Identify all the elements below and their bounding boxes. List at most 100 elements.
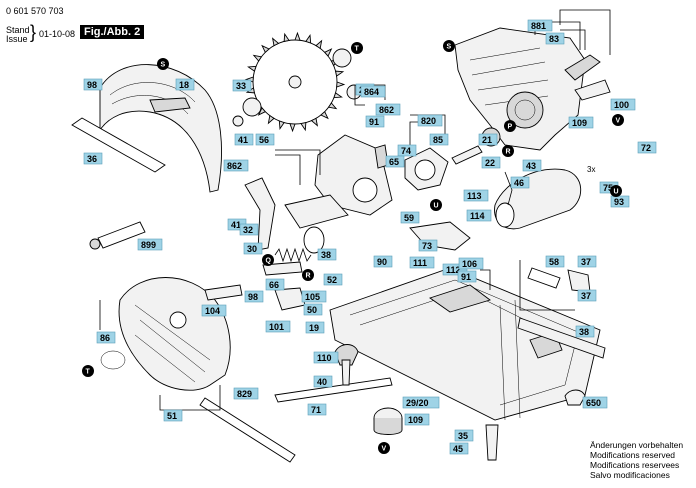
marker: T bbox=[82, 365, 94, 377]
part-number-box bbox=[303, 303, 323, 316]
part-number-text: 109 bbox=[408, 415, 423, 425]
upper-blade-guard bbox=[99, 64, 222, 193]
part-number-box bbox=[365, 115, 385, 128]
marker-circle bbox=[378, 442, 390, 454]
part-number-label: 106 bbox=[458, 257, 484, 270]
part-number-label: 109 bbox=[568, 116, 594, 129]
part-number-label: 66 bbox=[265, 278, 285, 291]
marker-letter: P bbox=[508, 124, 513, 131]
part-number-box bbox=[360, 85, 386, 98]
part-number-text: 52 bbox=[327, 275, 337, 285]
part-number-box bbox=[244, 290, 264, 303]
part-number-label: 46 bbox=[510, 176, 530, 189]
part-number-text: 110 bbox=[317, 353, 332, 363]
note-line: Änderungen vorbehalten bbox=[590, 440, 684, 450]
blade-tooth bbox=[300, 122, 307, 132]
part-number-box bbox=[577, 289, 597, 302]
slide-piece bbox=[527, 267, 561, 289]
part-number-label: 90 bbox=[373, 255, 393, 268]
part-number-text: 30 bbox=[247, 244, 257, 254]
part-number-box bbox=[83, 78, 103, 91]
part-number-text: 101 bbox=[269, 322, 284, 332]
marker: Q bbox=[262, 254, 274, 266]
marker-letter: T bbox=[86, 369, 91, 376]
knob-37 bbox=[567, 269, 591, 293]
blade-tooth bbox=[289, 123, 296, 133]
guard-lever bbox=[204, 284, 243, 301]
part-number-box bbox=[575, 325, 595, 338]
part-number-label: 109 bbox=[404, 413, 430, 426]
part-number-label: 32 bbox=[239, 223, 259, 236]
part-number-label: 51 bbox=[163, 409, 183, 422]
part-number-text: 881 bbox=[531, 21, 546, 31]
part-number-box bbox=[402, 396, 440, 409]
seal-ring bbox=[303, 226, 325, 254]
part-number-label: 114 bbox=[466, 209, 492, 222]
stand-label: Stand bbox=[6, 25, 30, 35]
blade-tooth bbox=[294, 31, 301, 41]
part-number-text: 85 bbox=[433, 135, 443, 145]
part-number-label: 91 bbox=[365, 115, 385, 128]
marker-letter: R bbox=[506, 149, 511, 156]
part-number-label: 21 bbox=[478, 133, 498, 146]
part-number-box bbox=[385, 155, 405, 168]
rail bbox=[517, 317, 606, 359]
part-number-label: 820 bbox=[417, 114, 443, 127]
rail-bracket bbox=[284, 194, 349, 229]
blade-tooth bbox=[261, 44, 270, 54]
marker-circle bbox=[612, 114, 624, 126]
gear-housing bbox=[314, 134, 393, 216]
part-number-label: 36 bbox=[83, 152, 103, 165]
part-number-label: 86 bbox=[96, 331, 116, 344]
marker-circle bbox=[504, 120, 516, 132]
note-line: Salvo modificaciones bbox=[590, 470, 670, 480]
part-number-text: 91 bbox=[461, 272, 471, 282]
part-number-box bbox=[610, 98, 636, 111]
blade-tooth bbox=[323, 48, 333, 57]
marker-letter: U bbox=[434, 203, 439, 210]
part-number-text: 113 bbox=[467, 191, 482, 201]
part-number-box bbox=[243, 242, 263, 255]
part-number-text: 50 bbox=[307, 305, 317, 315]
part-number-box bbox=[417, 114, 443, 127]
blade-tooth bbox=[247, 65, 257, 72]
part-number-box bbox=[454, 429, 474, 442]
part-number-text: 32 bbox=[243, 225, 253, 235]
part-number-box bbox=[457, 270, 477, 283]
blade-tooth bbox=[335, 70, 345, 77]
part-number-text: 98 bbox=[248, 292, 258, 302]
blade-tooth bbox=[267, 114, 275, 125]
part-number-text: 22 bbox=[485, 158, 495, 168]
guard-strip bbox=[71, 117, 166, 173]
part-number-box bbox=[568, 116, 594, 129]
part-number-label: 91 bbox=[457, 270, 477, 283]
part-number-box bbox=[255, 133, 275, 146]
blade-tooth bbox=[305, 34, 312, 44]
blade-tooth bbox=[271, 37, 280, 47]
part-number-label: 100 bbox=[610, 98, 636, 111]
part-number-text: 100 bbox=[614, 100, 629, 110]
part-number-text: 29/20 bbox=[406, 398, 429, 408]
part-number-label: 56 bbox=[255, 133, 275, 146]
motor-housing bbox=[454, 27, 611, 151]
part-number-label: 52 bbox=[323, 273, 343, 286]
part-number-label: 113 bbox=[463, 189, 489, 202]
marker-circle bbox=[430, 199, 442, 211]
part-number-label: 85 bbox=[429, 133, 449, 146]
part-number-text: 111 bbox=[413, 258, 427, 268]
blade-tooth bbox=[320, 110, 329, 120]
part-number-label: 98 bbox=[244, 290, 264, 303]
grease-tube bbox=[89, 221, 146, 250]
part-number-box bbox=[466, 209, 492, 222]
brace-icon: } bbox=[30, 22, 37, 42]
part-number-box bbox=[317, 248, 337, 261]
riving-knife bbox=[244, 177, 276, 251]
part-number-text: 91 bbox=[369, 117, 379, 127]
part-number-box bbox=[449, 442, 469, 455]
part-number-box bbox=[163, 409, 183, 422]
saw-blade bbox=[244, 31, 346, 133]
part-number-text: 105 bbox=[305, 292, 320, 302]
part-number-text: 73 bbox=[422, 241, 432, 251]
